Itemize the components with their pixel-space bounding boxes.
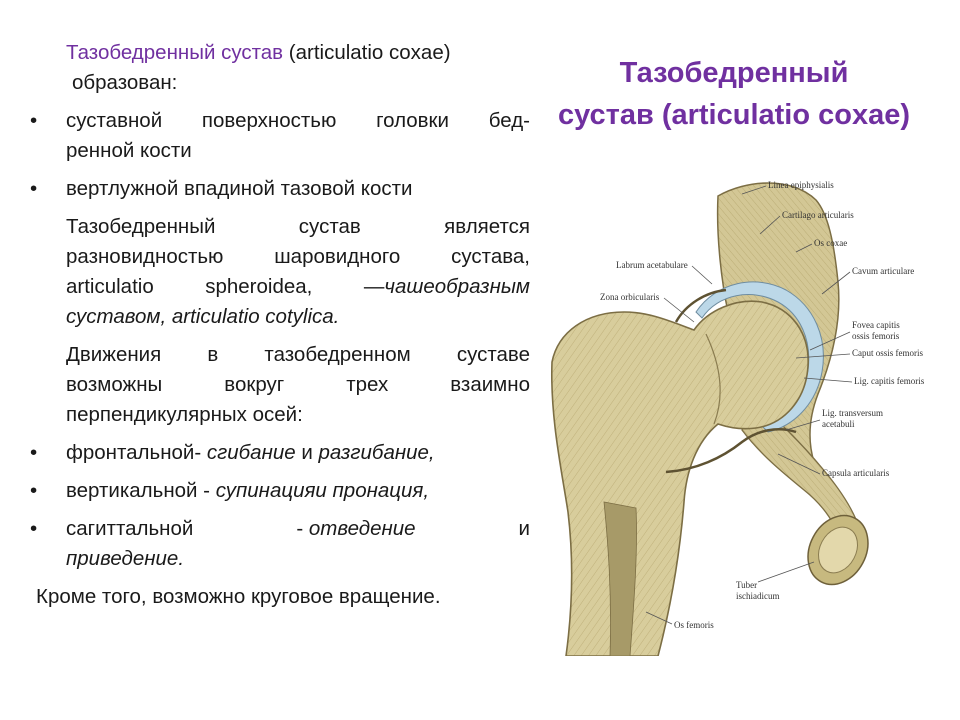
para-italic: чашеобразным [384, 275, 530, 298]
label-labrum-acetabulare: Labrum acetabulare [616, 260, 688, 270]
movement-1: отведение [308, 517, 416, 540]
label-tuber-line-2: ischiadicum [736, 591, 780, 601]
leader-line [785, 419, 821, 431]
leader-line [777, 453, 821, 475]
label-os-coxae: Os coxae [814, 238, 847, 248]
leader-line [645, 611, 673, 625]
bullet-femoral-head: • суставной поверхностью головки бед- ре… [30, 106, 530, 166]
hip-joint-drawing: Linea epiphysialis Cartilago articularis… [550, 180, 925, 657]
bullet-frontal-axis: • фронтальной- сгибание и разгибание, [30, 438, 530, 468]
title-line-1: Тазобедренный [619, 57, 849, 89]
paragraph-joint-type: Тазобедренный сустав является разновидно… [30, 212, 530, 332]
axis-name: фронтальной- [66, 441, 207, 464]
para-line-2: разновидностью шаровидного сустава, [66, 245, 530, 268]
movement-2: приведение. [66, 547, 185, 570]
label-cartilago-articularis: Cartilago articularis [782, 210, 854, 220]
epiphyseal-line [705, 333, 721, 425]
leader-line [809, 331, 851, 351]
para-line-1: Тазобедренный сустав является [66, 215, 530, 238]
sagittal-line-1: сагиттальной - отведение и [66, 514, 530, 544]
movement-1: сгибание [206, 441, 296, 464]
sagittal-line-2: приведение. [66, 544, 530, 574]
para-italic-line: суставом, articulatio cotylica. [66, 305, 340, 328]
label-zona-orbicularis: Zona orbicularis [600, 292, 660, 302]
bullet-text: вертлужной впадиной тазовой кости [66, 177, 413, 200]
cartilage-layer [695, 281, 824, 433]
leader-line [691, 265, 713, 285]
para-line-3: articulatio spheroidea, —чашеобразным [66, 272, 530, 302]
paragraph-movements: Движения в тазобедренном суставе возможн… [30, 340, 530, 430]
hip-joint-illustration: Linea epiphysialis Cartilago articularis… [546, 172, 946, 657]
bullet-marker: • [30, 441, 38, 464]
leader-line [759, 215, 781, 235]
axis-name: вертикальной - [66, 479, 216, 502]
label-caput-ossis-femoris: Caput ossis femoris [852, 348, 923, 358]
dash: - [296, 517, 309, 540]
para-latin: articulatio spheroidea, — [66, 275, 385, 298]
label-tuber: Tuber [736, 580, 757, 590]
label-capsula-articularis: Capsula articularis [822, 468, 890, 478]
bullet-marker: • [30, 517, 38, 540]
label-lig-capitis-femoris: Lig. capitis femoris [854, 376, 925, 386]
label-fovea-capitis: Fovea capitis [852, 320, 900, 330]
label-linea-epiphysialis: Linea epiphysialis [768, 180, 834, 190]
bullet-marker: • [30, 109, 38, 132]
para-line-3: перпендикулярных осей: [66, 403, 303, 426]
femur-shape [550, 300, 809, 657]
bullet-vertical-axis: • вертикальной - супинацияи пронация, [30, 476, 530, 506]
bullet-marker: • [30, 479, 38, 502]
leader-line [757, 561, 815, 583]
intro-term: Тазобедренный сустав [66, 41, 284, 64]
leader-line [741, 185, 767, 195]
bullet-text-line-1: суставной поверхностью головки бед- [66, 109, 530, 132]
para-line-1: Движения в тазобедренном суставе [66, 343, 530, 366]
movements: супинацияи пронация, [215, 479, 430, 502]
title-line-2: сустав (articulatio coxae) [557, 99, 911, 131]
para-line-4: суставом, articulatio cotylica. [66, 302, 530, 332]
label-fovea-capitis-line-2: ossis femoris [852, 331, 900, 341]
label-os-femoris: Os femoris [674, 620, 714, 630]
bullet-marker: • [30, 177, 38, 200]
figure-labels: Linea epiphysialis Cartilago articularis… [600, 180, 925, 630]
label-cavum-articulare: Cavum articulare [852, 266, 914, 276]
bullet-text-line-2: ренной кости [66, 139, 192, 162]
label-lig-transversum: Lig. transversum [822, 408, 883, 418]
conjunction: и [518, 517, 530, 540]
intro-line-2: образован: [72, 71, 178, 94]
bullet-acetabulum: • вертлужной впадиной тазовой кости [30, 174, 530, 204]
body-text: Тазобедренный сустав (articulatio coxae)… [30, 38, 530, 612]
closing-sentence: Кроме того, возможно круговое вращение. [36, 585, 441, 608]
dash-movement: - отведение [296, 514, 415, 544]
leader-line [663, 297, 695, 323]
label-lig-transversum-line-2: acetabuli [822, 419, 855, 429]
leader-line [795, 353, 851, 359]
intro: Тазобедренный сустав (articulatio coxae)… [30, 38, 530, 98]
axis-name: сагиттальной [66, 517, 194, 540]
leader-line [795, 243, 813, 253]
slide-title: Тазобедренный сустав (articulatio coxae) [536, 52, 932, 136]
ischium-cut-inner [818, 526, 858, 574]
leader-line [803, 377, 853, 383]
bullet-sagittal-axis: • сагиттальной - отведение и приведение. [30, 514, 530, 574]
para-line-2: возможны вокруг трех взаимно [66, 373, 530, 396]
movement-2: разгибание, [318, 441, 435, 464]
capsula-articularis-shape [665, 288, 797, 474]
leader-line [821, 271, 851, 295]
conjunction: и [295, 441, 319, 464]
intro-latin: (articulatio coxae) [283, 41, 451, 64]
